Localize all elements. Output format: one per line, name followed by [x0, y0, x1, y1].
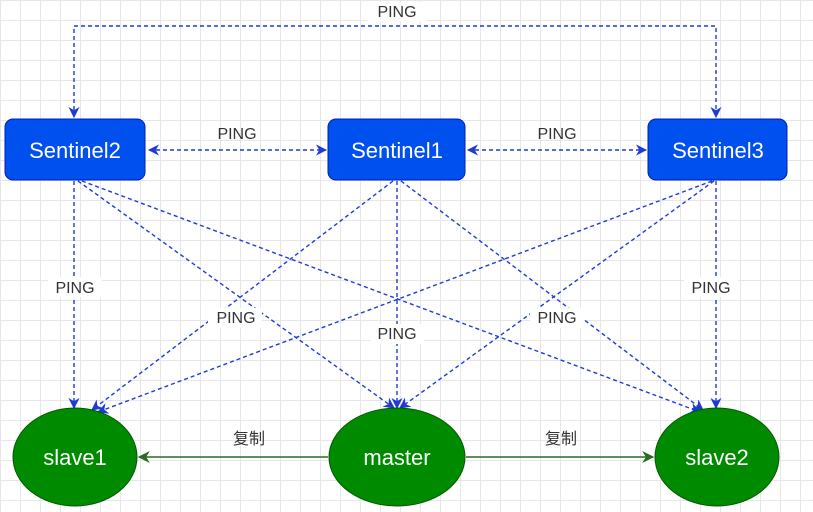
- label-ping-top: PING: [377, 4, 416, 21]
- label-ping-s1-s3: PING: [537, 126, 576, 143]
- edge-s3-master: [399, 180, 715, 409]
- ping-edges: [68, 25, 722, 414]
- edge-labels: PING PING PING PING PING PING PING PING …: [48, 2, 738, 448]
- label-ping-s3-slave2: PING: [691, 280, 730, 297]
- label-ping-s2-slave1: PING: [55, 280, 94, 297]
- label-replicate-right: 复制: [545, 430, 577, 448]
- edge-s2-master: [77, 180, 395, 409]
- edge-s1-slave1: [91, 180, 394, 411]
- sentinel1-node[interactable]: Sentinel1: [327, 118, 466, 181]
- slave2-node[interactable]: slave2: [654, 407, 780, 507]
- edge-s2-s3: [68, 25, 722, 119]
- slave1-label: slave1: [43, 445, 107, 470]
- edge-s1-slave2: [400, 180, 704, 411]
- label-ping-s1-master: PING: [377, 326, 416, 343]
- sentinel2-node[interactable]: Sentinel2: [4, 118, 146, 181]
- sentinel3-label: Sentinel3: [672, 138, 764, 163]
- master-label: master: [363, 445, 430, 470]
- master-node[interactable]: master: [328, 407, 466, 507]
- label-ping-s2-s1: PING: [217, 126, 256, 143]
- slave1-node[interactable]: slave1: [12, 407, 138, 507]
- sentinel1-label: Sentinel1: [351, 138, 443, 163]
- edge-s3-slave1: [96, 180, 713, 414]
- slave2-label: slave2: [685, 445, 749, 470]
- label-ping-s1-slave2: PING: [537, 310, 576, 327]
- edge-s2-slave2: [81, 180, 702, 414]
- sentinel2-label: Sentinel2: [29, 138, 121, 163]
- label-ping-s1-slave1: PING: [216, 310, 255, 327]
- sentinel3-node[interactable]: Sentinel3: [647, 118, 788, 181]
- label-replicate-left: 复制: [233, 430, 265, 448]
